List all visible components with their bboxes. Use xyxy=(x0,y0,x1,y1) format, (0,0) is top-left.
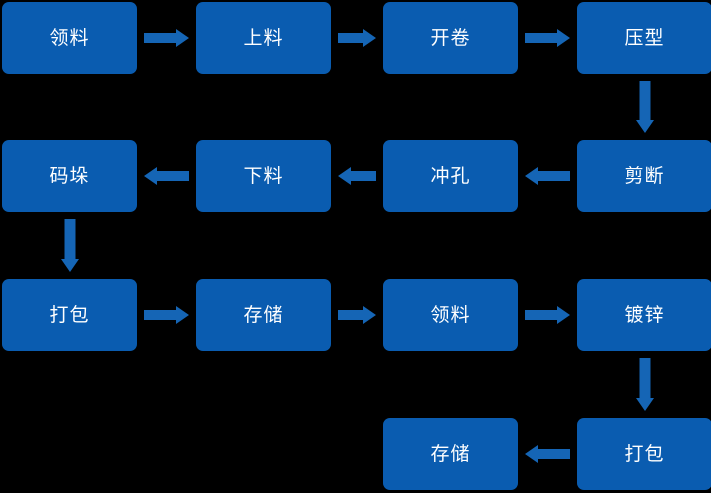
process-node-n7[interactable]: 冲孔 xyxy=(383,140,518,212)
arrow-right-icon xyxy=(338,29,376,47)
process-node-label: 镀锌 xyxy=(624,303,665,326)
process-node-n13[interactable]: 存储 xyxy=(383,418,518,490)
arrow-down-icon xyxy=(636,81,654,133)
process-node-n1[interactable]: 领料 xyxy=(2,2,137,74)
process-node-label: 存储 xyxy=(243,303,284,326)
process-node-label: 开卷 xyxy=(430,26,471,49)
process-node-n12[interactable]: 镀锌 xyxy=(577,279,711,351)
process-node-label: 上料 xyxy=(243,26,284,49)
process-node-n2[interactable]: 上料 xyxy=(196,2,331,74)
arrow-right-icon xyxy=(525,29,570,47)
arrow-left-icon xyxy=(144,167,189,185)
process-node-n9[interactable]: 打包 xyxy=(2,279,137,351)
process-node-label: 码垛 xyxy=(49,164,90,187)
process-node-n11[interactable]: 领料 xyxy=(383,279,518,351)
arrow-right-icon xyxy=(144,29,189,47)
arrow-right-icon xyxy=(525,306,570,324)
arrow-down-icon xyxy=(636,358,654,411)
process-node-n8[interactable]: 剪断 xyxy=(577,140,711,212)
process-node-label: 剪断 xyxy=(624,164,665,187)
arrow-right-icon xyxy=(338,306,376,324)
arrow-left-icon xyxy=(338,167,376,185)
arrow-right-icon xyxy=(144,306,189,324)
process-node-label: 打包 xyxy=(49,303,90,326)
process-node-n3[interactable]: 开卷 xyxy=(383,2,518,74)
process-node-n10[interactable]: 存储 xyxy=(196,279,331,351)
arrow-left-icon xyxy=(525,167,570,185)
process-node-label: 存储 xyxy=(430,442,471,465)
process-node-label: 下料 xyxy=(243,164,284,187)
process-node-label: 压型 xyxy=(624,26,665,49)
process-node-label: 打包 xyxy=(624,442,665,465)
process-node-n14[interactable]: 打包 xyxy=(577,418,711,490)
process-node-n5[interactable]: 码垛 xyxy=(2,140,137,212)
arrow-left-icon xyxy=(525,445,570,463)
process-node-n4[interactable]: 压型 xyxy=(577,2,711,74)
process-node-label: 领料 xyxy=(49,26,90,49)
process-node-n6[interactable]: 下料 xyxy=(196,140,331,212)
process-node-label: 冲孔 xyxy=(430,164,471,187)
process-node-label: 领料 xyxy=(430,303,471,326)
arrow-down-icon xyxy=(61,219,79,272)
